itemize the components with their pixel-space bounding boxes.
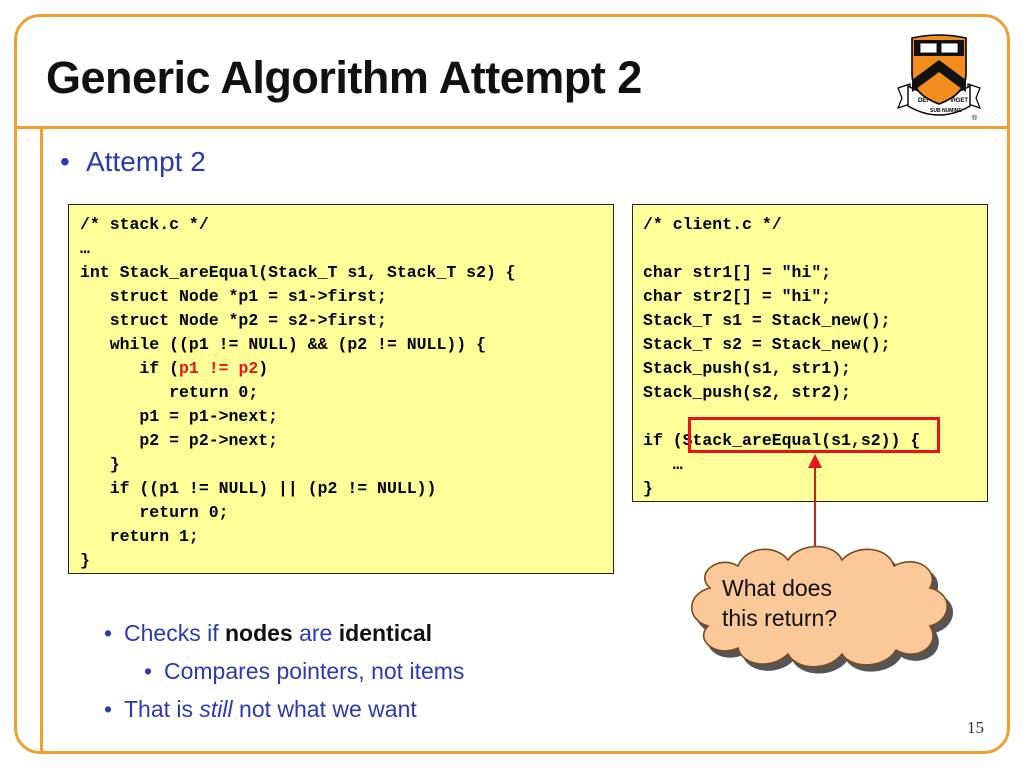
pointer-compare-highlight: p1 != p2: [179, 359, 259, 378]
left-accent-bar: [40, 126, 43, 754]
code-line: …: [80, 239, 90, 258]
code-line: p1 = p1->next;: [80, 407, 279, 426]
main-bullet: • Attempt 2: [60, 146, 206, 178]
call-highlight-box: [688, 417, 940, 453]
thought-cloud: [691, 545, 948, 668]
code-line: if (p1 != p2): [80, 357, 613, 381]
client-code-block: /* client.c */ char str1[] = "hi"; char st…: [632, 204, 988, 502]
code-line: struct Node *p2 = s2->first;: [80, 311, 387, 330]
code-line: p2 = p2->next;: [80, 431, 279, 450]
code-line: }: [80, 455, 120, 474]
code-line: while ((p1 != NULL) && (p2 != NULL)) {: [80, 335, 486, 354]
bullet-still: • That is still not what we want: [104, 696, 417, 723]
code-line: char str2[] = "hi";: [643, 287, 832, 306]
code-line: …: [643, 455, 683, 474]
bullet-text: Checks if: [124, 620, 225, 646]
code-line: }: [643, 479, 653, 498]
code-line: struct Node *p1 = s1->first;: [80, 287, 387, 306]
bullet-emphasis: still: [199, 696, 233, 722]
code-line: if (Stack_areEqual(s1,s2)) {: [643, 431, 921, 450]
bullet-dot: •: [60, 146, 70, 177]
slide-frame: [14, 14, 1010, 754]
callout-arrow: [808, 454, 822, 556]
code-line: Stack_T s1 = Stack_new();: [643, 311, 891, 330]
callout-text: What does this return?: [722, 575, 838, 631]
bullet-checks: • Checks if nodes are identical: [104, 620, 432, 647]
code-line: int Stack_areEqual(Stack_T s1, Stack_T s…: [80, 263, 516, 282]
code-line: Stack_T s2 = Stack_new();: [643, 335, 891, 354]
code-line: Stack_push(s2, str2);: [643, 383, 851, 402]
code-line: return 1;: [80, 527, 199, 546]
code-line: Stack_push(s1, str1);: [643, 359, 851, 378]
bullet-text: not what we want: [232, 696, 417, 722]
page-number: 15: [967, 718, 984, 737]
bullet-text: That is: [124, 696, 200, 722]
princeton-shield-icon: DEI SUB NUMINE VIGET ®: [896, 34, 982, 122]
title-divider: [14, 126, 1010, 129]
code-line: return 0;: [80, 383, 259, 402]
bullet-text: Compares pointers, not items: [164, 658, 465, 684]
bullet-compares: • Compares pointers, not items: [144, 658, 464, 685]
code-line: [643, 237, 987, 261]
code-line: /* stack.c */: [80, 215, 209, 234]
code-line: }: [80, 551, 90, 570]
code-line: if ((p1 != NULL) || (p2 != NULL)): [80, 479, 437, 498]
code-line: char str1[] = "hi";: [643, 263, 832, 282]
bullet-dot: •: [104, 696, 113, 722]
bullet-emphasis: identical: [338, 620, 433, 646]
registered-mark: ®: [972, 114, 978, 122]
bullet-text: are: [292, 620, 339, 646]
motto-center: SUB NUMINE: [930, 108, 962, 114]
bullet-dot: •: [144, 658, 153, 684]
code-fragment: if (: [80, 359, 180, 378]
motto-left: DEI: [918, 98, 928, 104]
code-line: return 0;: [80, 503, 229, 522]
bullet-dot: •: [104, 620, 113, 646]
motto-right: VIGET: [950, 98, 968, 104]
main-bullet-text: Attempt 2: [86, 146, 206, 177]
code-fragment: ): [258, 359, 269, 378]
code-line: /* client.c */: [643, 215, 782, 234]
stack-code-block: /* stack.c */ … int Stack_areEqual(Stack_T…: [68, 204, 614, 574]
slide-title: Generic Algorithm Attempt 2: [46, 52, 642, 103]
bullet-emphasis: nodes: [224, 620, 293, 646]
